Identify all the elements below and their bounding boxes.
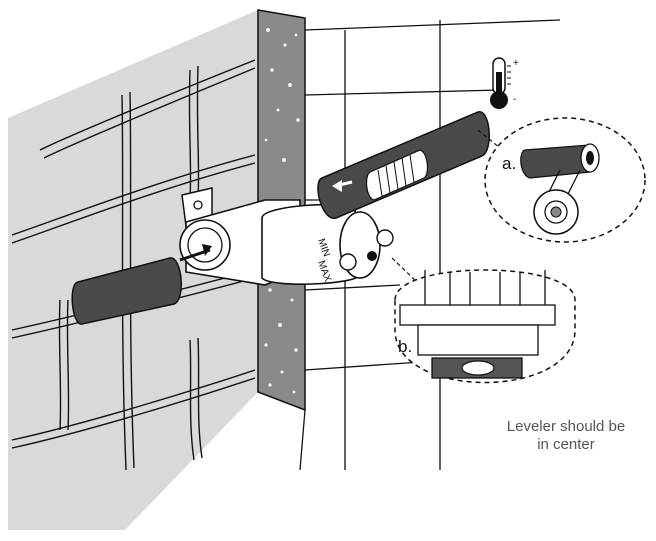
caption-line-1: Leveler should be (506, 418, 626, 435)
wall-grid-lines (11, 59, 256, 471)
label-a: a. (502, 154, 516, 173)
thermometer-minus: - (513, 94, 516, 105)
caption-line-2: in center (537, 436, 595, 453)
thermometer-icon: + - (490, 57, 519, 109)
detail-a-callout: a. (477, 117, 646, 243)
thermometer-plus: + (513, 58, 519, 69)
leveler-caption: Leveler should be in center (476, 418, 656, 454)
detail-b-callout: b. (391, 257, 576, 384)
mixing-valve: MIN MAX (179, 187, 394, 286)
right-pipe (317, 111, 490, 219)
left-pipe (71, 257, 182, 325)
label-b: b. (398, 337, 412, 356)
